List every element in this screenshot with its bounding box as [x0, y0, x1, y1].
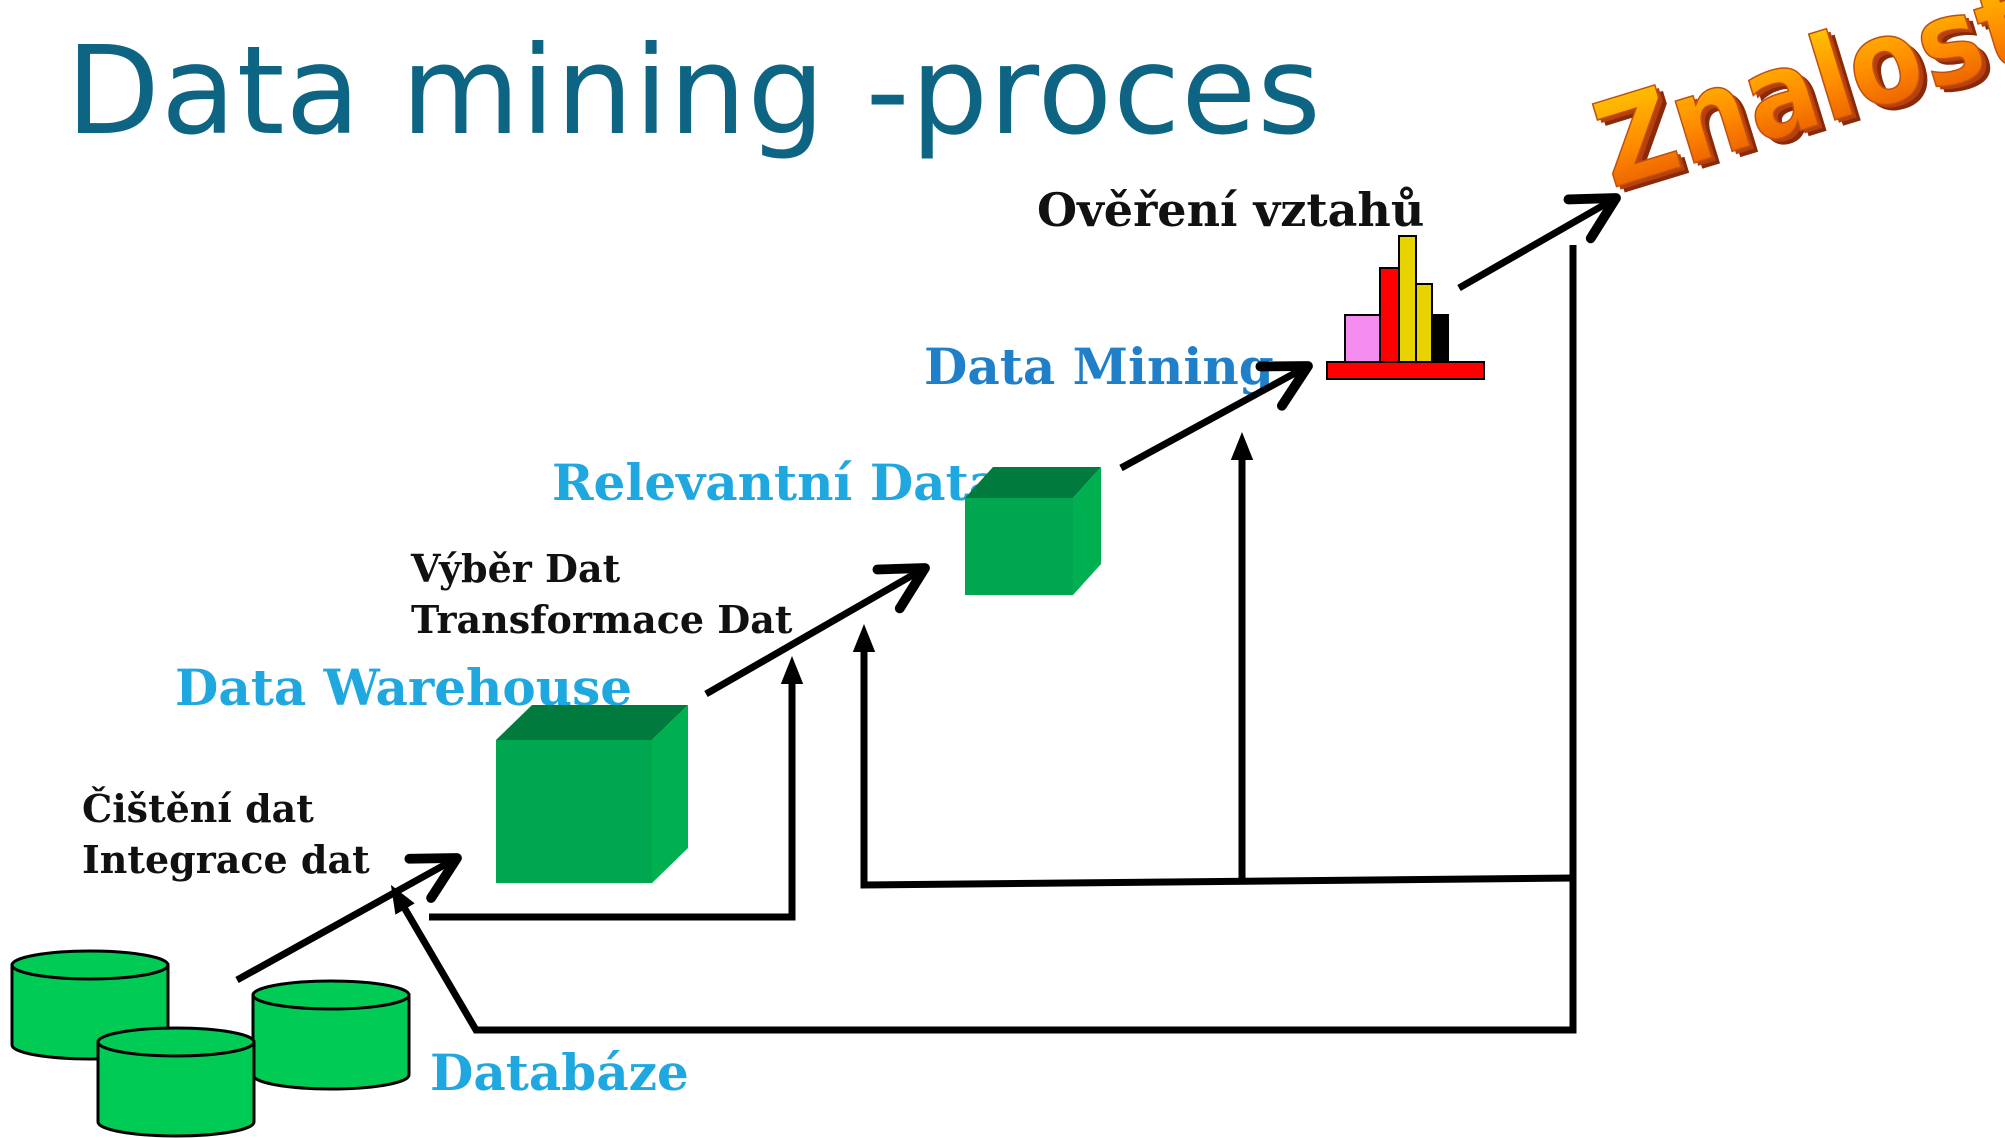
histogram-icon: [1326, 235, 1485, 380]
cube-icon: [965, 467, 1101, 595]
label-data-mining: Data Mining: [924, 337, 1274, 396]
feedback-arrow-icon: [390, 245, 1577, 1034]
feedback-arrow-icon: [429, 656, 804, 921]
knowledge-wordart: Znalosti Znalosti Znalosti: [1579, 0, 2005, 221]
label-integration: Integrace dat: [82, 837, 370, 882]
arrow-icon: [1457, 193, 1621, 292]
label-cleaning: Čištění dat: [82, 786, 314, 831]
cube-icon: [496, 705, 688, 883]
feedback-arrow-icon: [852, 624, 1574, 889]
wordart-face: Znalosti: [1580, 0, 2005, 215]
page-title: Data mining -proces: [66, 20, 1322, 162]
arrow-icon: [235, 853, 462, 984]
cylinder-database-icon: [10, 949, 411, 1138]
label-databases: Databáze: [430, 1043, 689, 1102]
label-selection: Výběr Dat: [410, 546, 621, 591]
arrow-icon: [1119, 361, 1313, 472]
label-relevant-data: Relevantní Data: [552, 453, 1001, 512]
label-verify-relations: Ověření vztahů: [1037, 183, 1424, 237]
label-transformation: Transformace Dat: [411, 597, 793, 642]
arrow-icon: [704, 563, 930, 698]
